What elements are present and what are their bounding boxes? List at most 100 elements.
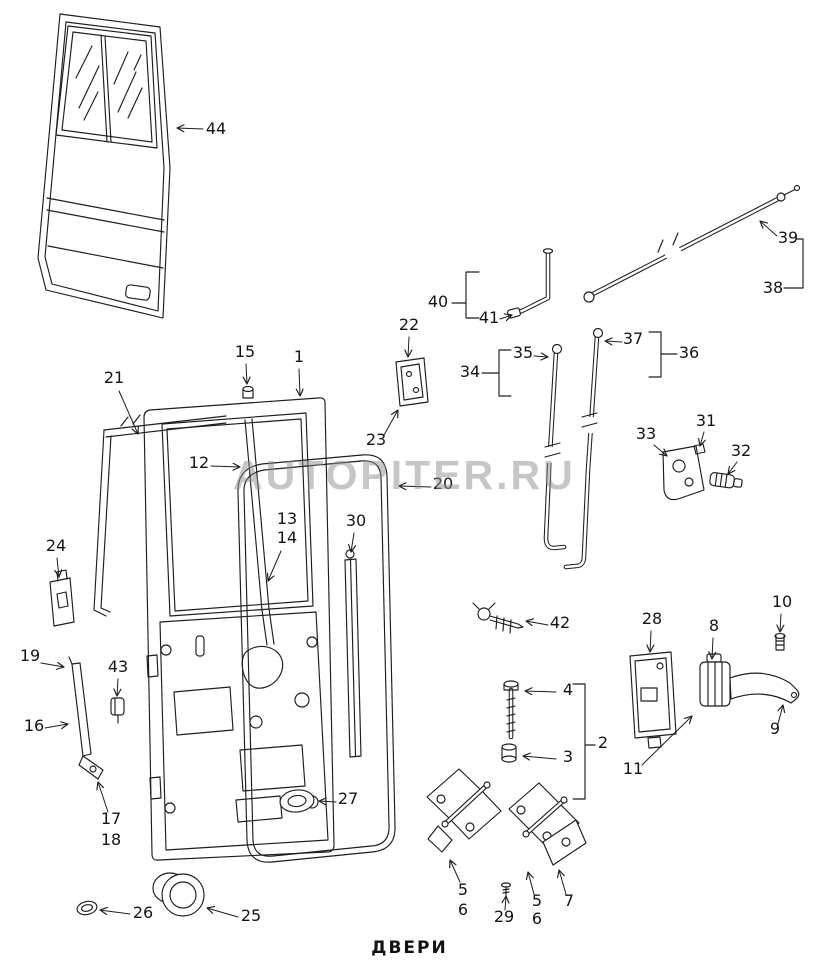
- leader-line-31: [700, 431, 704, 446]
- part-22-plate: [395, 357, 429, 407]
- leader-line-44: [177, 128, 204, 129]
- part-callout-8: 8: [709, 616, 719, 635]
- part-callout-9: 9: [770, 719, 780, 738]
- leader-line-25: [207, 908, 239, 918]
- part-callout-32: 32: [731, 441, 751, 460]
- part-callout-35: 35: [513, 343, 533, 362]
- part-callout-13: 13: [277, 509, 297, 528]
- leader-lines: [40, 128, 783, 918]
- part-callout-2: 2: [598, 733, 608, 752]
- part-4-bolt: [503, 680, 519, 740]
- part-callout-29: 29: [494, 907, 514, 926]
- part-callout-19: 19: [20, 646, 40, 665]
- leader-line-24: [57, 557, 59, 577]
- part-callout-20: 20: [433, 474, 453, 493]
- part-32-lock-cylinder: [709, 472, 743, 489]
- part-24-bracket: [49, 569, 75, 627]
- part-20-weatherstrip: [237, 454, 396, 863]
- callout-brackets: [451, 238, 804, 800]
- leader-line-37: [605, 341, 623, 342]
- part-callout-15: 15: [235, 342, 255, 361]
- part-callout-27: 27: [338, 789, 358, 808]
- leader-line-15: [246, 363, 247, 384]
- part-12-window-guide: [244, 418, 275, 646]
- leader-line-16: [44, 724, 68, 728]
- leader-line-14: [268, 550, 282, 581]
- part-27-grommet: [279, 789, 315, 813]
- leader-line-20: [399, 486, 432, 487]
- diagram-title: ДВЕРИ: [371, 938, 448, 958]
- part-callout-43: 43: [108, 657, 128, 676]
- leader-line-22: [408, 336, 409, 357]
- part-callout-22: 22: [399, 315, 419, 334]
- leader-line-4: [525, 691, 557, 692]
- part-25-grommet-cup: [152, 872, 205, 917]
- part-callout-26: 26: [133, 903, 153, 922]
- leader-line-3: [523, 756, 557, 759]
- leader-line-5: [450, 860, 461, 883]
- part-callout-39: 39: [778, 228, 798, 247]
- part-callout-16: 16: [24, 716, 44, 735]
- part-callout-4: 4: [563, 680, 573, 699]
- part-15-plug: [242, 385, 254, 399]
- part-callout-7: 7: [564, 891, 574, 910]
- leader-line-42: [526, 621, 549, 625]
- part-10-bolt: [774, 633, 786, 651]
- part-callout-42: 42: [550, 613, 570, 632]
- leader-line-35: [533, 356, 548, 357]
- leader-line-28: [650, 630, 651, 652]
- leader-line-5: [528, 872, 535, 895]
- part-36-lock-rod-right: [563, 327, 604, 570]
- leader-line-33: [653, 444, 667, 456]
- leader-line-41: [499, 315, 512, 319]
- part-26-ring: [76, 900, 98, 916]
- part-callout-34: 34: [460, 362, 480, 381]
- part-33-lock-bracket: [662, 445, 705, 501]
- leader-line-19: [40, 663, 64, 667]
- leader-line-7: [559, 870, 567, 895]
- leader-line-10: [780, 613, 781, 632]
- part-29-screw: [500, 882, 512, 898]
- part-9-check-arm: [729, 672, 800, 704]
- part-1-door-frame: [143, 397, 335, 861]
- part-callout-41: 41: [479, 308, 499, 327]
- leader-line-30: [351, 532, 354, 552]
- part-42-screw: [472, 602, 524, 634]
- part-callout-40: 40: [428, 292, 448, 311]
- part-callout-36: 36: [679, 343, 699, 362]
- leader-line-43: [117, 678, 118, 696]
- leader-line-39: [760, 221, 778, 237]
- part-callout-24: 24: [46, 536, 66, 555]
- part-43-clip: [110, 697, 125, 724]
- part-callout-17: 17: [101, 809, 121, 828]
- leader-line-12: [210, 466, 240, 467]
- part-callout-1: 1: [294, 347, 304, 366]
- part-31-clip: [693, 443, 706, 455]
- leader-line-8: [712, 637, 713, 659]
- leader-line-32: [728, 461, 738, 474]
- leader-line-26: [100, 910, 131, 914]
- part-16-guide-bar: [68, 656, 104, 780]
- leader-line-29: [505, 896, 506, 911]
- part-callout-11: 11: [623, 759, 643, 778]
- leader-line-18: [98, 782, 109, 813]
- part-44-door: [37, 13, 171, 319]
- part-callout-6: 6: [458, 900, 468, 919]
- part-callout-33: 33: [636, 424, 656, 443]
- part-callout-10: 10: [772, 592, 792, 611]
- hinge-left: [426, 768, 502, 853]
- part-callout-18: 18: [101, 830, 121, 849]
- leader-line-21: [118, 390, 138, 434]
- part-38-link-rod: [583, 184, 801, 303]
- part-21-run-channel: [93, 414, 227, 617]
- part-callout-25: 25: [241, 906, 261, 925]
- part-8-check-body: [699, 653, 731, 707]
- part-callout-28: 28: [642, 609, 662, 628]
- part-callout-21: 21: [104, 368, 124, 387]
- part-3-bushing: [501, 743, 517, 763]
- part-callout-31: 31: [696, 411, 716, 430]
- part-callout-30: 30: [346, 511, 366, 530]
